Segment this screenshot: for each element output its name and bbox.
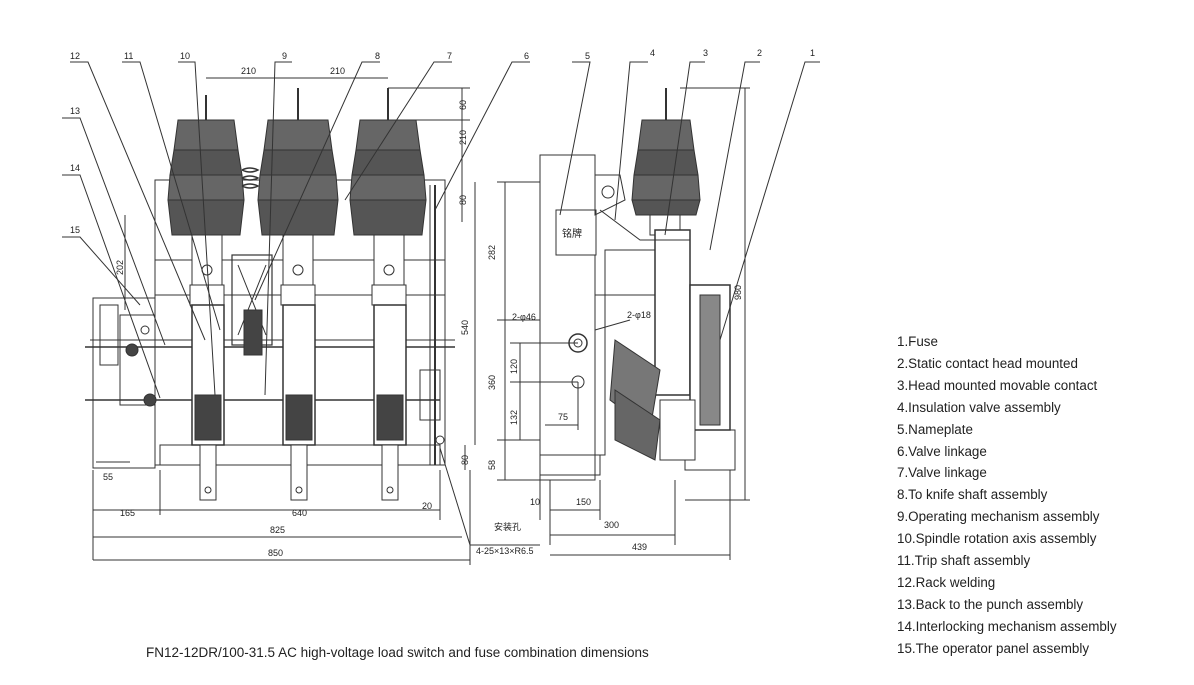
legend-item: 8.To knife shaft assembly <box>897 487 1048 503</box>
legend-item: 14.Interlocking mechanism assembly <box>897 618 1117 634</box>
dim-540: 540 <box>460 320 470 335</box>
callout-9: 9 <box>282 51 287 61</box>
legend-item: 1.Fuse <box>897 334 938 349</box>
dim-60: 60 <box>458 100 468 110</box>
callout-11: 11 <box>124 51 133 61</box>
dim-210-b: 210 <box>330 66 345 76</box>
operator-panel <box>92 297 156 469</box>
legend-item: 3.Head mounted movable contact <box>897 377 1098 393</box>
dim-980: 980 <box>733 285 743 300</box>
callout-13: 13 <box>70 106 80 116</box>
dim-132: 132 <box>509 410 519 425</box>
nameplate-text: 铭牌 <box>562 227 582 240</box>
technical-drawing: 12 11 10 9 8 7 6 13 14 15 210 210 60 210… <box>62 48 820 565</box>
dim-439: 439 <box>632 542 647 552</box>
dim-75: 75 <box>558 412 568 422</box>
dim-120: 120 <box>509 359 519 374</box>
side-frame <box>539 154 596 481</box>
callout-10: 10 <box>180 51 190 61</box>
dim-55: 55 <box>103 472 113 482</box>
legend-item: 12.Rack welding <box>897 574 996 590</box>
dim-80-top: 80 <box>458 195 468 205</box>
callout-7: 7 <box>447 51 452 61</box>
dim-210-a: 210 <box>241 66 256 76</box>
dim-640: 640 <box>292 508 307 518</box>
legend-item: 2.Static contact head mounted <box>897 355 1078 371</box>
phase-b <box>257 88 339 501</box>
dim-10: 10 <box>530 497 540 507</box>
dim-825: 825 <box>270 525 285 535</box>
callout-5: 5 <box>585 51 590 61</box>
legend-item: 11.Trip shaft assembly <box>897 553 1031 569</box>
legend-item: 9.Operating mechanism assembly <box>897 509 1100 525</box>
legend-item: 13.Back to the punch assembly <box>897 596 1084 612</box>
parts-legend: 1.Fuse 2.Static contact head mounted 3.H… <box>897 331 1117 660</box>
callout-14: 14 <box>70 163 80 173</box>
mounting-hole-spec: 4-25×13×R6.5 <box>476 546 534 556</box>
dim-80-bot: 80 <box>460 455 470 465</box>
legend-item: 6.Valve linkage <box>897 443 987 459</box>
callout-6: 6 <box>524 51 529 61</box>
phase-c <box>349 88 427 501</box>
legend-item: 5.Nameplate <box>897 421 973 437</box>
dim-58: 58 <box>487 460 497 470</box>
legend-item: 4.Insulation valve assembly <box>897 399 1061 415</box>
dim-300: 300 <box>604 520 619 530</box>
drawing-caption: FN12-12DR/100-31.5 AC high-voltage load … <box>146 645 649 660</box>
callout-3: 3 <box>703 48 708 58</box>
nameplate <box>555 209 597 256</box>
legend-item: 7.Valve linkage <box>897 465 987 481</box>
dim-210-c: 210 <box>458 130 468 145</box>
callout-1: 1 <box>810 48 815 58</box>
callout-2: 2 <box>757 48 762 58</box>
legend-item: 15.The operator panel assembly <box>897 640 1090 656</box>
callout-8: 8 <box>375 51 380 61</box>
dim-850: 850 <box>268 548 283 558</box>
legend-item: 10.Spindle rotation axis assembly <box>897 531 1097 547</box>
callout-15: 15 <box>70 225 80 235</box>
dim-360: 360 <box>487 375 497 390</box>
side-view <box>497 61 820 560</box>
phase-a <box>167 95 245 501</box>
front-view <box>62 61 540 565</box>
callout-4: 4 <box>650 48 655 58</box>
dim-165: 165 <box>120 508 135 518</box>
dim-202: 202 <box>115 260 125 275</box>
dim-282: 282 <box>487 245 497 260</box>
mounting-hole-label: 安装孔 <box>494 521 521 532</box>
holes-18: 2-φ18 <box>627 310 651 320</box>
dim-20: 20 <box>422 501 432 511</box>
holes-46: 2-φ46 <box>512 312 536 322</box>
callout-12: 12 <box>70 51 80 61</box>
dim-150: 150 <box>576 497 591 507</box>
